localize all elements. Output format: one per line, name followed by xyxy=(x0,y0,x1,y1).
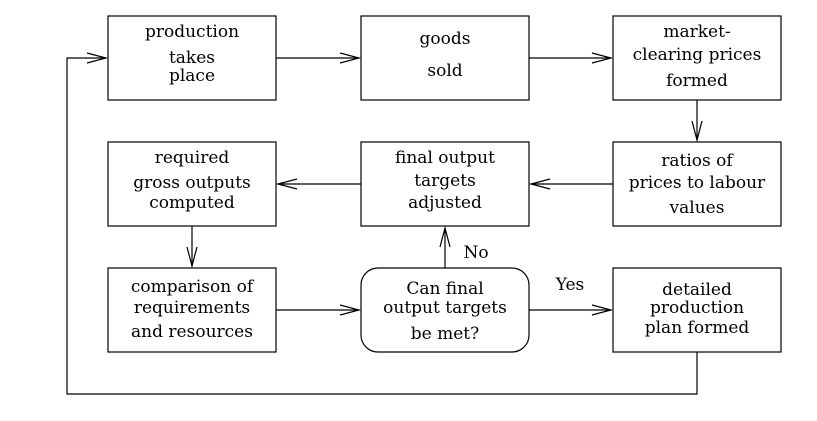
edge-required-gross-to-comparison xyxy=(186,226,198,269)
node-final-targets-line-2: targets xyxy=(414,171,476,191)
node-goods-sold: goods sold xyxy=(360,15,530,101)
node-decision: Can final output targets be met? xyxy=(360,267,530,353)
edge-comparison-to-decision xyxy=(276,304,362,316)
node-market-prices-line-1: market- xyxy=(663,22,730,42)
node-final-targets-line-3: adjusted xyxy=(408,193,482,213)
node-required-gross-line-1: required xyxy=(155,148,230,168)
node-detailed-plan-line-3: plan formed xyxy=(645,318,750,338)
edge-decision-yes-to-detailed-plan: Yes xyxy=(529,275,614,316)
node-final-output-targets: final output targets adjusted xyxy=(360,141,530,227)
node-required-gross-outputs: required gross outputs computed xyxy=(107,141,277,227)
node-decision-line-2: output targets xyxy=(383,298,507,318)
node-ratios-line-2: prices to labour xyxy=(629,173,766,193)
node-required-gross-line-3: computed xyxy=(149,193,235,213)
node-final-targets-line-1: final output xyxy=(395,148,495,168)
edge-decision-no-to-final-targets: No xyxy=(439,225,489,268)
node-detailed-plan: detailed production plan formed xyxy=(612,267,782,353)
node-production: production takes place xyxy=(107,15,277,101)
edge-detailed-plan-loop-to-production xyxy=(66,52,698,395)
edge-production-to-goods-sold xyxy=(276,52,362,64)
node-goods-sold-line-2: sold xyxy=(427,61,462,81)
node-detailed-plan-line-1: detailed xyxy=(662,280,732,300)
node-comparison-line-2: requirements xyxy=(134,298,250,318)
node-ratios-line-1: ratios of xyxy=(661,151,734,171)
node-market-prices-line-2: clearing prices xyxy=(633,45,762,65)
node-market-prices: market- clearing prices formed xyxy=(612,15,782,101)
node-ratios-line-3: values xyxy=(669,198,725,218)
node-decision-line-3: be met? xyxy=(411,324,479,344)
node-production-line-2: takes xyxy=(169,48,215,68)
edge-goods-sold-to-market-prices xyxy=(529,52,614,64)
edge-ratios-to-final-targets xyxy=(528,178,613,190)
node-price-ratios: ratios of prices to labour values xyxy=(612,141,782,227)
node-market-prices-line-3: formed xyxy=(666,71,728,91)
node-production-line-1: production xyxy=(145,22,239,42)
node-comparison-line-1: comparison of xyxy=(131,277,255,297)
edge-market-prices-to-ratios xyxy=(691,100,703,143)
edge-label-yes: Yes xyxy=(555,275,585,295)
node-decision-line-1: Can final xyxy=(406,279,483,299)
edge-final-targets-to-required-gross xyxy=(275,178,361,190)
node-required-gross-line-2: gross outputs xyxy=(133,173,251,193)
node-production-line-3: place xyxy=(169,66,215,86)
node-detailed-plan-line-2: production xyxy=(650,298,744,318)
node-goods-sold-line-1: goods xyxy=(420,29,471,49)
edge-label-no: No xyxy=(463,243,488,263)
node-comparison: comparison of requirements and resources xyxy=(107,267,277,353)
node-comparison-line-3: and resources xyxy=(131,322,253,342)
